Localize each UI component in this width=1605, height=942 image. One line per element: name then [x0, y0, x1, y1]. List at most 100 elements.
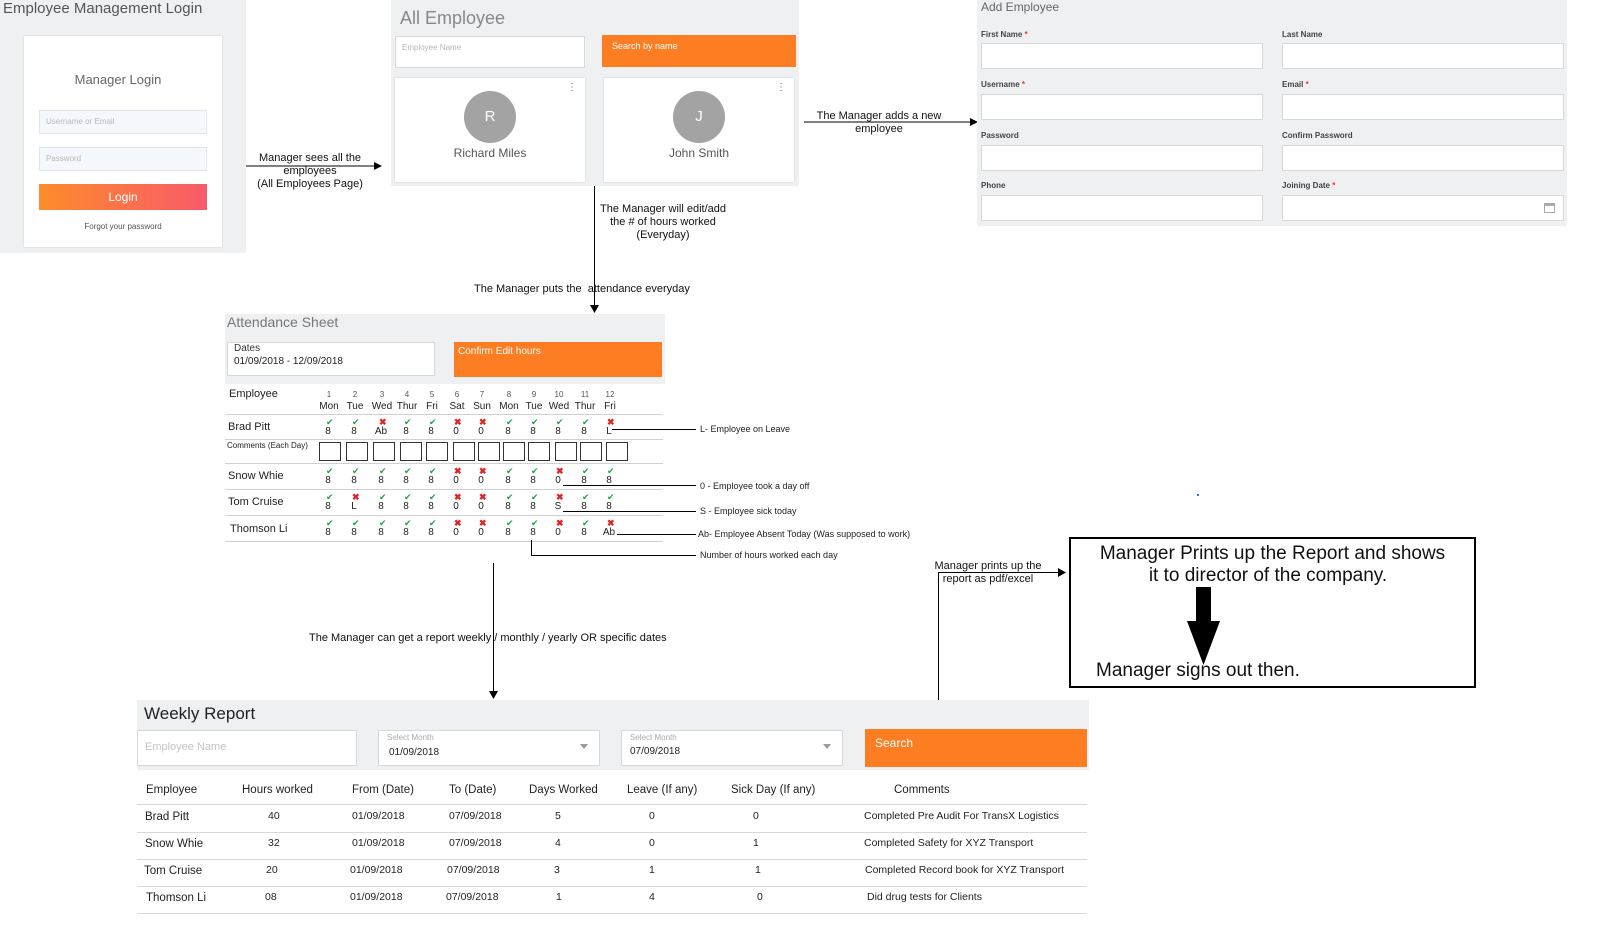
comment-input-box[interactable] — [453, 442, 475, 461]
hours-cell[interactable]: 8 — [505, 527, 511, 538]
employee-card-john[interactable]: ⋮ J John Smith — [604, 78, 794, 182]
select-month-from-label: Select Month — [387, 733, 434, 742]
calendar-icon[interactable] — [1544, 203, 1555, 213]
report-employee-name-input[interactable]: Employee Name — [137, 730, 357, 766]
note-adds-new: The Manager adds a new employee — [806, 110, 952, 136]
hours-cell[interactable]: 8 — [325, 475, 331, 486]
login-button[interactable]: Login — [39, 184, 207, 210]
hours-cell[interactable]: 8 — [428, 527, 434, 538]
hours-cell[interactable]: 0 — [453, 475, 459, 486]
note-adds-new-line1: The Manager adds a new — [816, 110, 942, 122]
hours-cell[interactable]: 0 — [555, 527, 561, 538]
hours-cell[interactable]: 8 — [428, 475, 434, 486]
report-search-button[interactable]: Search — [865, 729, 1087, 767]
confirm-edit-hours-button[interactable]: Confirm Edit hours — [454, 342, 662, 377]
forgot-password-link[interactable]: Forgot your password — [84, 222, 162, 231]
last-name-field[interactable] — [1282, 43, 1564, 69]
hours-cell[interactable]: 8 — [581, 475, 587, 486]
hours-cell[interactable]: 8 — [325, 501, 331, 512]
hours-cell[interactable]: 8 — [351, 475, 357, 486]
hours-cell[interactable]: 0 — [453, 527, 459, 538]
hours-cell[interactable]: 8 — [428, 426, 434, 437]
hours-cell[interactable]: 8 — [403, 527, 409, 538]
hours-cell[interactable]: 8 — [581, 527, 587, 538]
hours-cell[interactable]: 8 — [378, 475, 384, 486]
attendance-title: Attendance Sheet — [227, 314, 339, 330]
table-cell: 20 — [266, 864, 278, 876]
hours-cell[interactable]: 0 — [478, 475, 484, 486]
dates-range-field[interactable]: Dates 01/09/2018 - 12/09/2018 — [227, 342, 435, 376]
comment-input-box[interactable] — [555, 442, 577, 461]
hours-cell[interactable]: 8 — [505, 426, 511, 437]
select-month-to[interactable]: Select Month 07/09/2018 — [621, 730, 843, 766]
hours-cell[interactable]: 8 — [505, 475, 511, 486]
joining-date-field[interactable] — [1282, 195, 1564, 221]
hours-cell[interactable]: 0 — [478, 527, 484, 538]
check-icon: ✔ — [607, 466, 615, 476]
column-header: Leave (If any) — [627, 784, 698, 796]
comment-input-box[interactable] — [528, 442, 550, 461]
hours-cell[interactable]: 8 — [403, 475, 409, 486]
hours-cell[interactable]: 8 — [378, 501, 384, 512]
select-month-from[interactable]: Select Month 01/09/2018 — [378, 730, 600, 766]
hours-cell[interactable]: 8 — [351, 426, 357, 437]
comment-input-box[interactable] — [319, 442, 341, 461]
hours-cell[interactable]: 0 — [555, 475, 561, 486]
hours-cell[interactable]: 0 — [478, 426, 484, 437]
hours-cell[interactable]: 8 — [403, 501, 409, 512]
hours-cell[interactable]: 8 — [606, 501, 612, 512]
comment-input-box[interactable] — [606, 442, 628, 461]
confirm-password-label: Confirm Password — [1282, 131, 1353, 140]
comment-input-box[interactable] — [503, 442, 525, 461]
day-header: 5 — [429, 390, 435, 399]
phone-field[interactable] — [981, 195, 1263, 221]
hours-cell[interactable]: 8 — [378, 527, 384, 538]
hours-cell[interactable]: Ab — [602, 527, 616, 538]
hours-cell[interactable]: S — [554, 501, 562, 512]
dates-value: 01/09/2018 - 12/09/2018 — [234, 356, 343, 367]
first-name-field[interactable] — [981, 43, 1263, 69]
kebab-menu-icon[interactable]: ⋮ — [776, 82, 786, 93]
hours-cell[interactable]: 8 — [325, 527, 331, 538]
confirm-password-field[interactable] — [1282, 145, 1564, 171]
username-field[interactable] — [981, 94, 1263, 120]
comment-input-box[interactable] — [373, 442, 395, 461]
hours-cell[interactable]: 8 — [428, 501, 434, 512]
hours-cell[interactable]: 8 — [606, 475, 612, 486]
note-sees-all-line2: employees — [283, 165, 337, 177]
comment-input-box[interactable] — [346, 442, 368, 461]
password-field[interactable] — [981, 145, 1263, 171]
hours-cell[interactable]: L — [606, 426, 612, 437]
comment-input-box[interactable] — [478, 442, 500, 461]
comment-input-box[interactable] — [400, 442, 422, 461]
hours-cell[interactable]: 8 — [555, 426, 561, 437]
hours-cell[interactable]: 0 — [453, 426, 459, 437]
hours-cell[interactable]: 8 — [403, 426, 409, 437]
chevron-down-icon[interactable] — [823, 744, 831, 749]
hours-cell[interactable]: 8 — [530, 475, 536, 486]
hours-cell[interactable]: 8 — [581, 426, 587, 437]
username-input[interactable]: Username or Email — [39, 110, 207, 134]
employee-name-search-input[interactable]: Employee Name — [395, 36, 585, 68]
kebab-menu-icon[interactable]: ⋮ — [567, 82, 577, 93]
row-divider — [225, 541, 663, 542]
hours-cell[interactable]: L — [351, 501, 357, 512]
hours-cell[interactable]: 8 — [351, 527, 357, 538]
hours-cell[interactable]: 8 — [325, 426, 331, 437]
comment-input-box[interactable] — [580, 442, 602, 461]
search-by-name-button[interactable]: Search by name — [602, 35, 796, 67]
hours-cell[interactable]: 8 — [530, 501, 536, 512]
cross-icon: ✖ — [454, 518, 462, 528]
hours-cell[interactable]: 0 — [478, 501, 484, 512]
chevron-down-icon[interactable] — [580, 744, 588, 749]
password-input[interactable]: Password — [39, 147, 207, 171]
hours-cell[interactable]: 8 — [530, 426, 536, 437]
email-field[interactable] — [1282, 94, 1564, 120]
hours-cell[interactable]: 8 — [581, 501, 587, 512]
comment-input-box[interactable] — [426, 442, 448, 461]
hours-cell[interactable]: 0 — [453, 501, 459, 512]
hours-cell[interactable]: Ab — [374, 426, 388, 437]
employee-card-richard[interactable]: ⋮ R Richard Miles — [395, 78, 585, 182]
hours-cell[interactable]: 8 — [505, 501, 511, 512]
hours-cell[interactable]: 8 — [530, 527, 536, 538]
